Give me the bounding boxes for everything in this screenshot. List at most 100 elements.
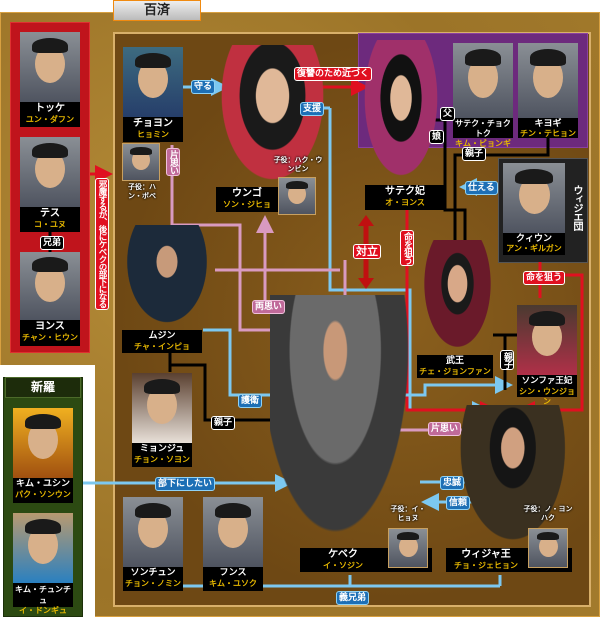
name: ムジン xyxy=(148,331,176,341)
label-onesided2: 片思い xyxy=(428,422,462,436)
wijie-title: ウィジエ団 xyxy=(571,185,582,230)
actor: ソン・ジヒョ xyxy=(223,200,271,209)
kiyogi-card: キヨギチン・テヒョン xyxy=(518,118,578,138)
label-support: 支援 xyxy=(300,102,325,116)
actor: キム・ユソク xyxy=(209,579,257,588)
label-mutual: 両思い xyxy=(252,300,286,314)
label-target2: 命を狙う xyxy=(523,271,566,285)
label-onesided1: 片思い xyxy=(166,148,180,176)
label-target1: 命を狙う xyxy=(400,230,414,266)
label-want-sub: 部下にしたい xyxy=(155,477,216,491)
label-brothers: 兄弟 xyxy=(40,236,65,250)
name: キヨギ xyxy=(534,119,562,129)
label-daughter: 娘 xyxy=(429,130,445,144)
funsu-photo xyxy=(203,497,263,567)
label-sworn: 義兄弟 xyxy=(336,591,370,605)
sonfa-card: ソンファ王妃シン・ウンジョン xyxy=(517,375,577,406)
mujin-card: ムジンチャ・インピョ xyxy=(122,330,202,353)
myonju-photo xyxy=(132,373,192,443)
baekje-title: 百済 xyxy=(113,0,201,21)
name: ケベク xyxy=(328,549,358,560)
actor: チョ・ジェヒョン xyxy=(454,561,518,570)
name: ソンファ王妃 xyxy=(521,376,573,386)
label-protect: 守る xyxy=(191,80,216,94)
ungo-card: ウンゴソン・ジヒョ xyxy=(216,187,278,212)
ungo-child-photo xyxy=(278,177,316,215)
chunchu-photo xyxy=(13,513,73,583)
name: ミョンジュ xyxy=(139,444,185,454)
actor: パク・ソンウン xyxy=(15,490,71,499)
name: ウィジャ王 xyxy=(461,549,511,560)
label-serve: 仕える xyxy=(465,181,498,195)
sonchun-photo xyxy=(123,497,183,567)
name: ウンゴ xyxy=(232,188,262,199)
label-conflict: 対立 xyxy=(353,244,381,259)
muwang-figure xyxy=(420,240,495,355)
yushin-card: キム・ユシンパク・ソンウン xyxy=(13,478,73,503)
label-parent3: 親子 xyxy=(211,416,236,430)
tesu-card: テスコ・ユヌ xyxy=(20,207,80,232)
yonsu-photo xyxy=(20,252,80,320)
choyon-child-label: 子役：ハン・ボベ xyxy=(128,183,156,200)
kiyogi-photo xyxy=(518,43,578,118)
actor: チョン・ノミン xyxy=(125,579,181,588)
mujin-figure xyxy=(122,225,212,330)
label-parent1: 親子 xyxy=(462,147,487,161)
name: サテク妃 xyxy=(385,186,425,197)
label-father: 父 xyxy=(440,107,456,121)
muwang-card: 武王チェ・ジョンファン xyxy=(417,355,493,378)
silla-title: 新羅 xyxy=(5,377,81,398)
uija-child-label: 子役：ノ・ヨンハク xyxy=(523,505,573,522)
actor: イ・ソジン xyxy=(323,561,363,570)
actor: コ・ユヌ xyxy=(34,220,66,229)
yonsu-card: ヨンスチャン・ヒウン xyxy=(20,320,80,346)
uija-child-photo xyxy=(528,528,568,568)
kuiun-card: クィウンアン・ギルガン xyxy=(503,233,565,255)
gyebaek-child-photo xyxy=(388,528,428,568)
name: ヨンス xyxy=(35,321,65,332)
label-revenge: 復讐のため近づく xyxy=(294,67,373,81)
name: トッケ xyxy=(35,103,65,114)
actor: チン・テヒョン xyxy=(520,129,576,138)
actor: ヒョミン xyxy=(137,130,169,139)
chotoku-card: サテク・チョクトクキム・ビョンギ xyxy=(453,118,513,148)
label-tokke-note: 邪魔するが、後にケベクの部下になる xyxy=(95,178,109,310)
actor: シン・ウンジョン xyxy=(519,387,575,406)
tokke-photo xyxy=(20,32,80,102)
label-escort: 護衛 xyxy=(238,394,263,408)
sonfa-photo xyxy=(517,305,577,375)
choyon-card: チョヨンヒョミン xyxy=(123,117,183,142)
actor: チョン・ソヨン xyxy=(134,455,190,464)
name: 武王 xyxy=(445,356,464,366)
actor: チャン・ヒウン xyxy=(22,333,78,342)
label-parent2: 親子 xyxy=(500,350,514,370)
name: クィウン xyxy=(515,234,552,244)
label-loyalty: 忠誠 xyxy=(440,476,465,490)
gyebaek-child-label: 子役：イ・ヒョヌ xyxy=(390,505,426,522)
tokke-card: トッケユン・ダフン xyxy=(20,102,80,127)
sonchun-card: ソンチュンチョン・ノミン xyxy=(123,567,183,591)
myonju-card: ミョンジュチョン・ソヨン xyxy=(132,443,192,467)
yushin-photo xyxy=(13,408,73,478)
actor: アン・ギルガン xyxy=(506,244,562,253)
choyon-photo xyxy=(123,47,183,117)
actor: チャ・インピョ xyxy=(134,342,190,351)
ungo-child-label: 子役：ハク・ウンビン xyxy=(273,156,323,173)
label-trust: 信頼 xyxy=(446,496,471,510)
name: サテク・チョクトク xyxy=(455,119,511,138)
choyon-child-photo xyxy=(122,143,160,181)
kuiun-photo xyxy=(503,163,565,233)
actor: チェ・ジョンファン xyxy=(419,367,491,376)
actor: イ・ドンギュ xyxy=(19,606,67,615)
name: チョヨン xyxy=(133,118,173,129)
actor: オ・ヨンス xyxy=(385,198,425,207)
uija-figure xyxy=(460,405,570,548)
chunchu-card: キム・チュンチュイ・ドンギュ xyxy=(13,583,73,615)
satekuhi-card: サテク妃オ・ヨンス xyxy=(365,185,445,210)
name: キム・チュンチュ xyxy=(15,585,71,605)
funsu-card: フンスキム・ユソク xyxy=(203,567,263,591)
chotoku-photo xyxy=(453,43,513,118)
name: テス xyxy=(40,208,60,219)
satekuhi-figure xyxy=(360,40,442,185)
name: フンス xyxy=(219,568,247,578)
